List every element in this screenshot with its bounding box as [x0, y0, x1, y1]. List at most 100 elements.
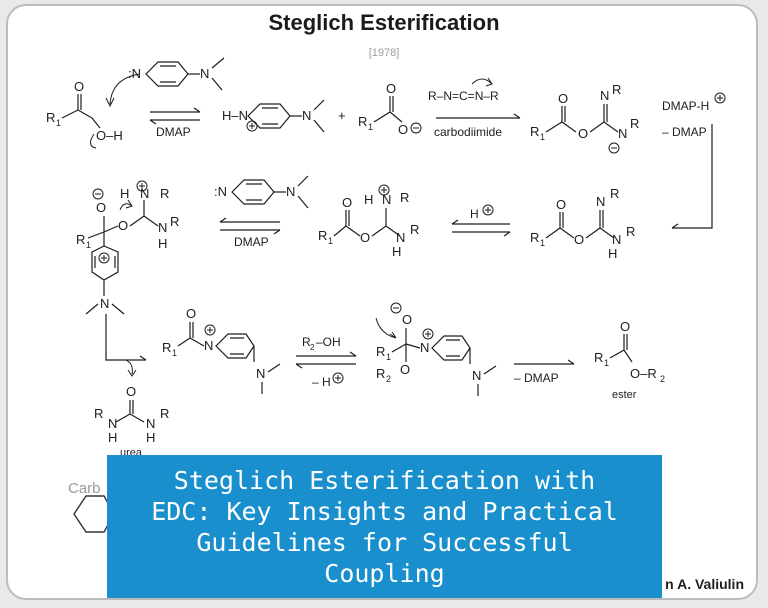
svg-text:N: N	[420, 340, 429, 355]
svg-text:O: O	[360, 230, 370, 245]
svg-text:DMAP: DMAP	[234, 235, 269, 249]
svg-text:2: 2	[386, 374, 391, 384]
svg-text:DMAP: DMAP	[156, 125, 191, 139]
svg-text:N: N	[140, 186, 149, 201]
svg-text:R: R	[530, 230, 539, 245]
svg-text:2: 2	[660, 374, 665, 384]
dmap-molecule: :N N	[128, 57, 225, 91]
carboxylic-acid: R 1 O O–H	[46, 79, 123, 149]
svg-text:O: O	[118, 218, 128, 233]
svg-text:N: N	[396, 230, 405, 245]
svg-text:1: 1	[368, 122, 373, 132]
curved-arrow	[109, 73, 141, 105]
svg-text:R: R	[610, 186, 619, 201]
author-credit: n A. Valiulin	[665, 576, 744, 592]
svg-text:O: O	[74, 79, 84, 94]
svg-text:R: R	[358, 114, 367, 129]
svg-text:– DMAP: – DMAP	[514, 371, 559, 385]
protonated-dmap: H–N N	[222, 99, 325, 133]
carbodiimide-reagent: R–N=C=N–R carbodiimide	[428, 77, 521, 139]
svg-text:R: R	[94, 406, 103, 421]
svg-text:N: N	[108, 416, 117, 431]
equilibrium-arrow-r2oh: R 2 –OH – H	[295, 335, 357, 389]
svg-text:1: 1	[386, 352, 391, 362]
tetrahedral-intermediate-2: O R 1 O R 2 N N	[375, 302, 497, 396]
svg-text:R: R	[160, 186, 169, 201]
svg-text:N: N	[204, 338, 213, 353]
svg-text:O: O	[398, 122, 408, 137]
acylpyridinium: O R 1 N N	[162, 306, 281, 394]
svg-text:R: R	[76, 232, 85, 247]
svg-text:R: R	[400, 190, 409, 205]
svg-text:ester: ester	[612, 389, 637, 401]
banner-title: Steglich Esterification with EDC: Key In…	[151, 465, 618, 588]
svg-text:O: O	[556, 197, 566, 212]
svg-text:N: N	[472, 368, 481, 383]
svg-text:N: N	[302, 108, 311, 123]
ester-product: R 1 O O–R 2 ester	[594, 319, 665, 401]
svg-text:R: R	[46, 110, 55, 125]
svg-text:N: N	[286, 184, 295, 199]
svg-text:O: O	[400, 362, 410, 377]
svg-text:O: O	[126, 384, 136, 399]
svg-text:R: R	[626, 224, 635, 239]
equilibrium-arrow-1: DMAP	[149, 107, 201, 139]
svg-text:1: 1	[604, 358, 609, 368]
svg-text:+: +	[338, 108, 346, 123]
equilibrium-arrow-2: DMAP	[219, 217, 281, 249]
svg-text:H: H	[108, 430, 117, 445]
svg-text:O–R: O–R	[630, 366, 657, 381]
svg-text:N: N	[100, 296, 109, 311]
svg-text:R: R	[318, 228, 327, 243]
svg-text:H: H	[158, 236, 167, 251]
svg-text:H: H	[608, 246, 617, 261]
svg-text:O: O	[96, 200, 106, 215]
o-acylisourea-anion: R 1 O O N R N R	[530, 82, 639, 154]
svg-text:R: R	[162, 340, 171, 355]
svg-text:H–N: H–N	[222, 108, 248, 123]
svg-text:O: O	[186, 306, 196, 321]
protonated-o-acylisourea: R 1 O O H N R N R H	[318, 184, 419, 259]
svg-text:1: 1	[540, 238, 545, 248]
svg-text:O: O	[620, 319, 630, 334]
svg-text:R: R	[170, 214, 179, 229]
svg-text:N: N	[382, 192, 391, 207]
svg-text:H: H	[120, 186, 129, 201]
svg-text:1: 1	[56, 118, 61, 128]
svg-text:–OH: –OH	[316, 335, 341, 349]
svg-text:O: O	[574, 232, 584, 247]
svg-text:N: N	[146, 416, 155, 431]
svg-text::N: :N	[214, 184, 227, 199]
svg-text:H: H	[364, 192, 373, 207]
svg-text:R: R	[630, 116, 639, 131]
svg-text:R: R	[530, 124, 539, 139]
svg-text:N: N	[596, 194, 605, 209]
svg-text:R: R	[410, 222, 419, 237]
urea-byproduct: O R N H N R H urea	[94, 384, 169, 459]
svg-text:carbodiimide: carbodiimide	[434, 125, 502, 139]
svg-text:O: O	[402, 312, 412, 327]
svg-text:N: N	[256, 366, 265, 381]
svg-text:DMAP-H: DMAP-H	[662, 99, 709, 113]
svg-text:O: O	[386, 81, 396, 96]
svg-text:R: R	[594, 350, 603, 365]
svg-text:H: H	[392, 244, 401, 259]
partial-label: Carb	[68, 480, 101, 497]
tetrahedral-intermediate: O R 1 O H N R N R H N	[76, 180, 179, 377]
svg-text:R: R	[302, 335, 311, 349]
svg-text:O: O	[558, 91, 568, 106]
svg-text:R: R	[160, 406, 169, 421]
svg-text:R: R	[376, 366, 385, 381]
svg-text:1: 1	[328, 236, 333, 246]
svg-text:1: 1	[172, 348, 177, 358]
title-banner: Steglich Esterification with EDC: Key In…	[107, 455, 662, 598]
svg-text:O: O	[578, 126, 588, 141]
svg-text:– H: – H	[312, 375, 331, 389]
svg-text:2: 2	[310, 343, 315, 352]
svg-text:N: N	[618, 126, 627, 141]
scheme-title: Steglich Esterification	[268, 10, 500, 35]
svg-text:O–H: O–H	[96, 128, 123, 143]
carboxylate: R 1 O O	[358, 81, 422, 137]
dmap-molecule-2: :N N	[214, 175, 309, 209]
